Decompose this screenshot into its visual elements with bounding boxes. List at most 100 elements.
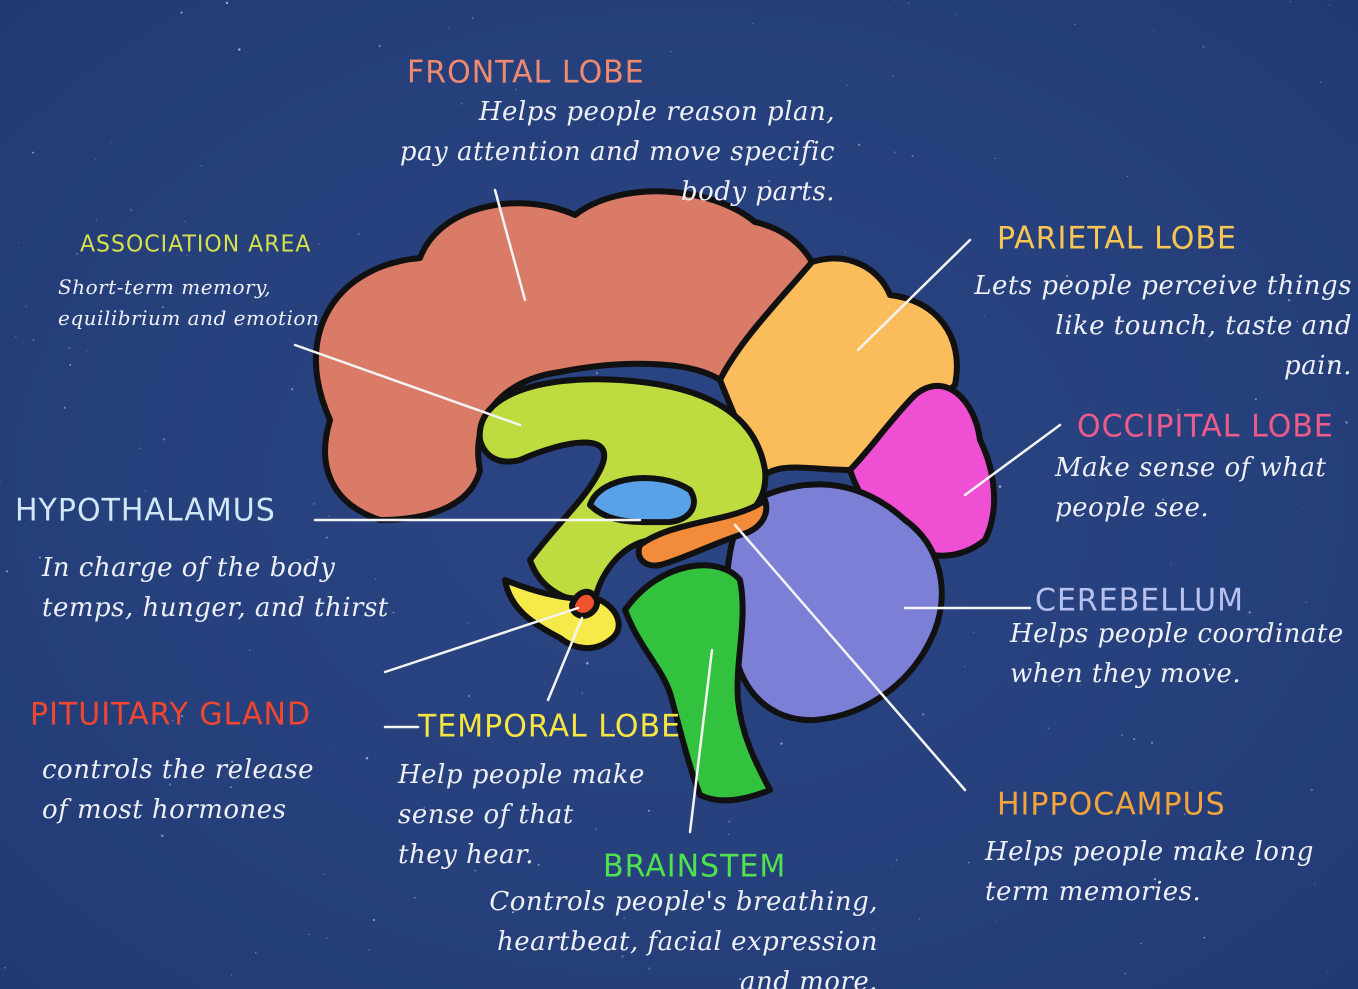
star-speck (1153, 877, 1157, 881)
star-speck (413, 896, 416, 899)
hippocampus-pointer (733, 523, 967, 792)
star-speck (1151, 741, 1154, 744)
temporal-lobe-description: Help people make sense of that they hear… (398, 760, 645, 870)
hippocampus-label: HIPPOCAMPUS (997, 786, 1226, 823)
star-speck (857, 143, 861, 147)
star-speck (32, 339, 35, 342)
star-speck (1195, 600, 1197, 602)
star-speck (183, 220, 186, 223)
star-speck (225, 1, 229, 5)
star-speck (1170, 562, 1172, 564)
star-speck (1345, 421, 1348, 424)
star-speck (1287, 299, 1291, 302)
star-speck (696, 893, 699, 897)
star-speck (392, 611, 395, 614)
star-speck (397, 121, 399, 123)
star-speck (104, 870, 106, 872)
star-speck (291, 388, 294, 391)
hypothalamus-description: In charge of the body temps, hunger, and… (42, 553, 389, 623)
star-speck (921, 713, 925, 716)
star-speck (1105, 606, 1107, 609)
star-speck (1329, 4, 1330, 6)
star-speck (399, 987, 401, 989)
star-speck (308, 933, 310, 936)
association-area-label: ASSOCIATION AREA (80, 233, 311, 256)
frontal-lobe-description: Helps people reason plan, pay attention … (399, 97, 835, 207)
star-speck (180, 11, 183, 14)
star-speck (511, 911, 515, 914)
star-speck (1177, 408, 1179, 411)
frontal-lobe-title: FRONTAL LOBE (407, 54, 645, 91)
star-speck (873, 928, 875, 930)
star-speck (325, 937, 328, 939)
star-speck (144, 490, 147, 492)
star-speck (911, 155, 914, 158)
occipital-lobe-description: Make sense of what people see. (1055, 453, 1327, 523)
parietal-lobe-title: PARIETAL LOBE (997, 220, 1237, 257)
star-speck (306, 558, 309, 561)
star-speck (468, 695, 470, 697)
star-speck (181, 715, 183, 717)
star-speck (474, 869, 477, 872)
star-speck (1302, 508, 1304, 510)
star-speck (623, 917, 626, 919)
star-speck (1184, 813, 1186, 816)
star-speck (1161, 498, 1165, 501)
star-speck (4, 966, 7, 969)
star-speck (185, 254, 188, 257)
star-speck (1310, 788, 1314, 792)
star-speck (68, 347, 70, 349)
star-speck (768, 180, 771, 183)
star-speck (374, 578, 376, 580)
star-speck (1203, 936, 1206, 939)
star-speck (1296, 320, 1298, 323)
parietal-lobe-pointer (856, 238, 972, 352)
star-speck (448, 26, 450, 28)
pituitary-gland-title: PITUITARY GLAND (30, 696, 312, 733)
star-speck (468, 623, 470, 624)
star-speck (38, 556, 41, 559)
association-area-description: Short-term memory, equilibrium and emoti… (58, 275, 320, 330)
star-speck (1289, 1, 1291, 3)
star-speck (96, 218, 98, 220)
brainstem-label: BRAINSTEM (603, 851, 786, 883)
star-speck (596, 73, 600, 76)
star-speck (892, 863, 894, 866)
star-speck (918, 918, 920, 920)
star-speck (888, 7, 890, 9)
star-speck (1047, 727, 1050, 730)
cerebellum-title: CEREBELLUM (1035, 582, 1245, 619)
pituitary-gland-label: PITUITARY GLAND (30, 696, 312, 733)
star-speck (1124, 972, 1127, 975)
hippocampus-title: HIPPOCAMPUS (997, 786, 1226, 823)
star-speck (252, 300, 254, 302)
star-speck (57, 777, 60, 781)
star-speck (1254, 397, 1257, 401)
hypothalamus-title: HYPOTHALAMUS (15, 492, 276, 529)
star-speck (168, 783, 172, 786)
star-speck (25, 305, 28, 308)
star-speck (621, 955, 624, 958)
parietal-lobe-label: PARIETAL LOBE (997, 220, 1237, 257)
frontal-lobe-pointer (493, 188, 527, 302)
star-speck (582, 909, 584, 912)
star-speck (728, 833, 730, 836)
star-speck (231, 760, 234, 763)
temporal-lobe-label: TEMPORAL LOBE (418, 711, 681, 743)
star-speck (840, 140, 842, 142)
star-speck (189, 292, 192, 295)
star-speck (249, 649, 251, 651)
temporal-lobe-pointer (546, 616, 584, 702)
hypothalamus-label: HYPOTHALAMUS (15, 492, 276, 529)
star-speck (752, 23, 754, 25)
star-speck (998, 485, 1002, 488)
star-speck (1213, 561, 1215, 563)
star-speck (645, 716, 647, 718)
star-speck (596, 372, 598, 374)
star-speck (1289, 747, 1291, 749)
star-speck (1074, 23, 1076, 26)
star-speck (229, 786, 232, 789)
star-speck (76, 253, 78, 255)
star-speck (983, 315, 985, 317)
